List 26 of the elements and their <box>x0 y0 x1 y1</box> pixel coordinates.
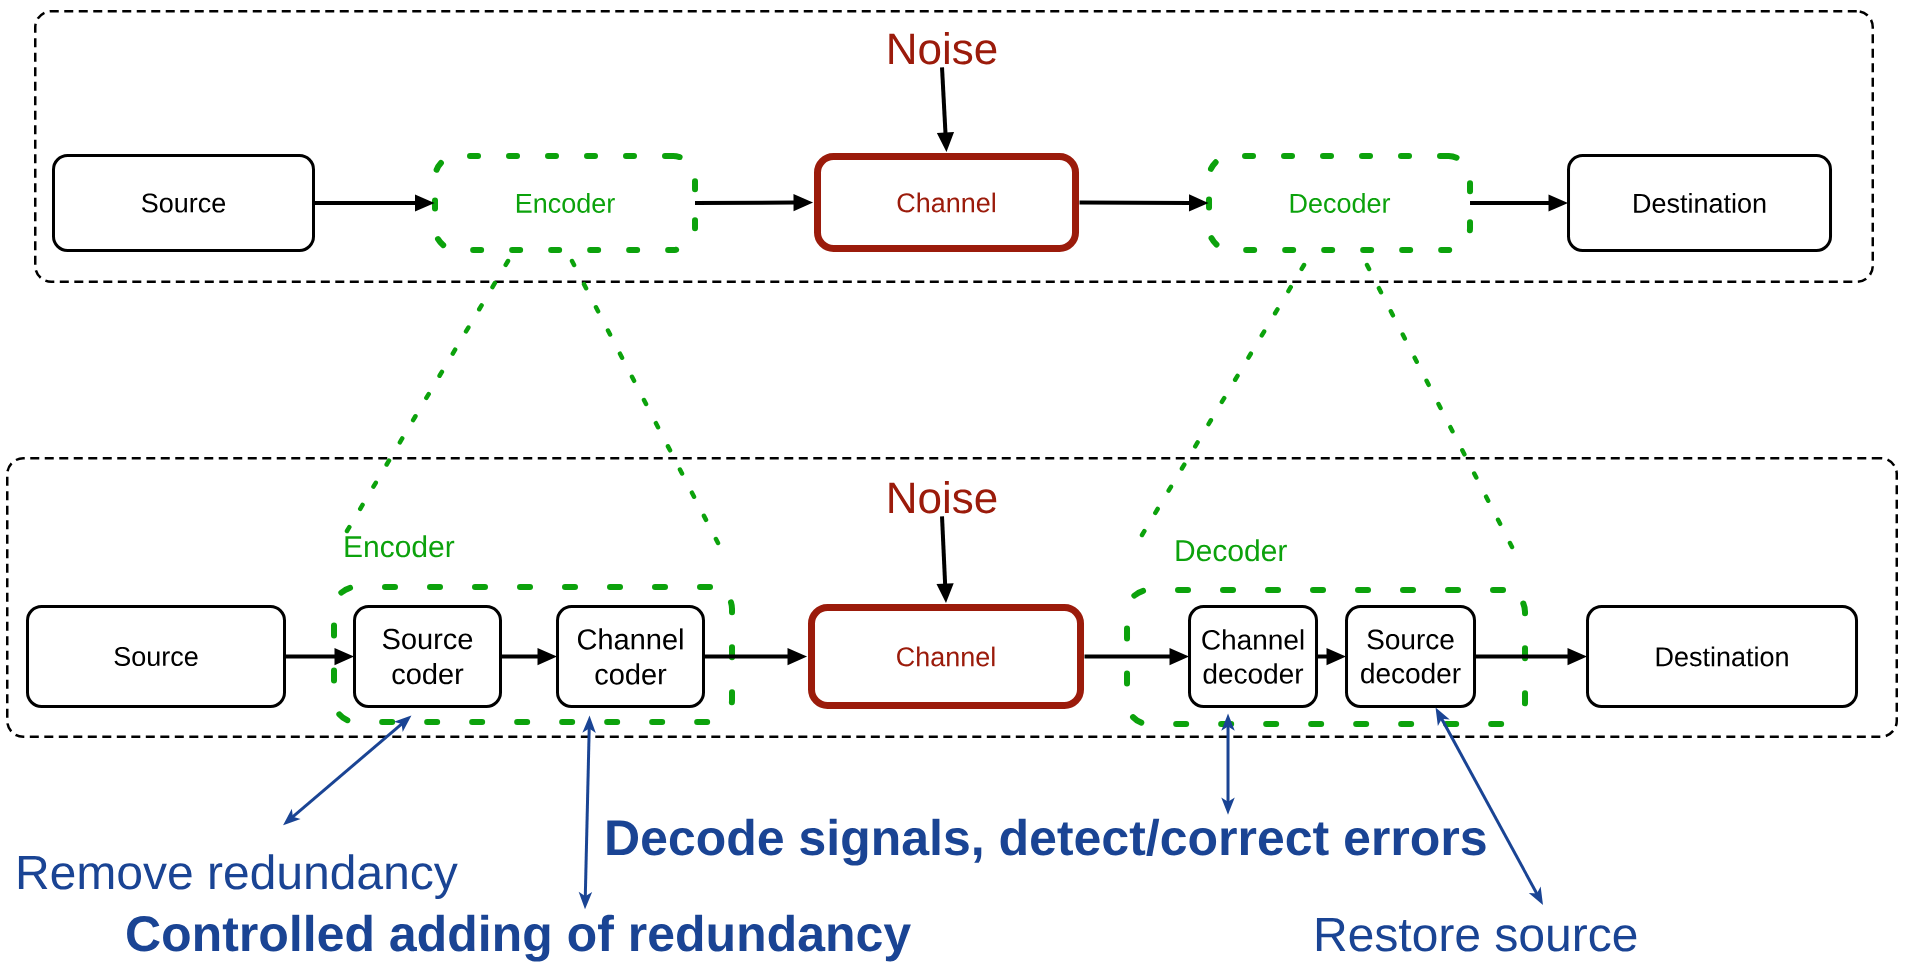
process-box: Channel coder <box>556 605 705 708</box>
process-box: Source decoder <box>1345 605 1476 708</box>
panel-frame <box>34 10 1874 283</box>
node-label: Encoder <box>345 535 455 558</box>
channel-box: Channel <box>814 153 1079 252</box>
dotted-line <box>1139 262 1307 538</box>
annotation-text: Restore source <box>1316 918 1637 952</box>
dotted-line <box>344 258 511 534</box>
process-box: Destination <box>1567 154 1832 252</box>
node-label: Decoder <box>1176 539 1287 562</box>
process-box: Source <box>52 154 315 252</box>
panel-frame <box>6 457 1898 738</box>
process-box: Destination <box>1586 605 1858 708</box>
process-box: Channel decoder <box>1188 605 1318 708</box>
dotted-line <box>1364 262 1515 550</box>
dashed-box: Encoder <box>432 153 698 253</box>
noise-label: Noise <box>889 481 997 514</box>
noise-label: Noise <box>889 32 997 65</box>
dashed-box: Decoder <box>1206 153 1473 253</box>
annotation-text: Decode signals, detect/correct errors <box>607 818 1486 866</box>
annotation-text: Controlled adding of redundancy <box>127 914 911 962</box>
channel-box: Channel <box>808 604 1084 709</box>
process-box: Source <box>26 605 286 708</box>
annotation-text: Remove redundancy <box>18 854 458 899</box>
dotted-line <box>569 258 721 546</box>
process-box: Source coder <box>353 605 502 708</box>
